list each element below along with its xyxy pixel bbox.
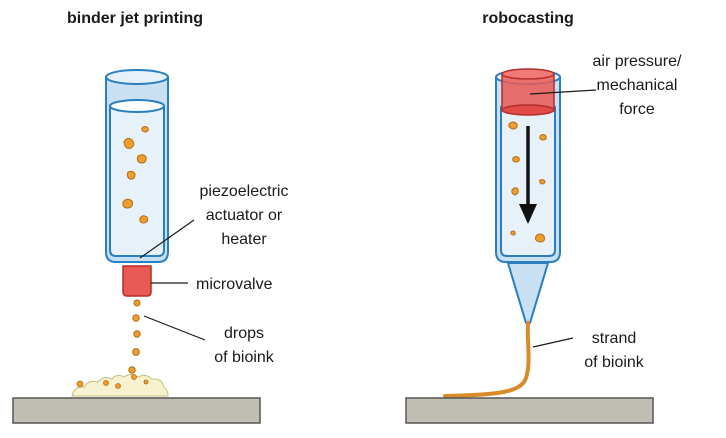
nozzle xyxy=(506,262,550,324)
binder-jet-title: binder jet printing xyxy=(67,10,203,27)
svg-text:actuator or: actuator or xyxy=(206,207,283,224)
drops-label: drops of bioink xyxy=(214,325,275,366)
bioink-particles-binder xyxy=(122,126,149,224)
substrate-right xyxy=(405,397,654,424)
svg-text:of bioink: of bioink xyxy=(584,354,645,371)
robocasting-title: robocasting xyxy=(482,10,574,27)
strand-leader xyxy=(532,337,574,348)
strand-label: strand of bioink xyxy=(584,330,645,371)
svg-text:air pressure/: air pressure/ xyxy=(593,53,682,70)
svg-text:heater: heater xyxy=(221,231,267,248)
svg-text:piezoelectric: piezoelectric xyxy=(200,183,289,200)
bioink-drops xyxy=(128,299,141,374)
plunger xyxy=(501,68,555,116)
push-arrow xyxy=(519,126,537,224)
svg-text:of bioink: of bioink xyxy=(214,349,275,366)
robocasting-panel: robocasting xyxy=(405,10,682,424)
force-leader xyxy=(529,89,597,95)
svg-text:drops: drops xyxy=(224,325,264,342)
svg-text:mechanical: mechanical xyxy=(597,77,678,94)
microvalve-label: microvalve xyxy=(196,276,273,293)
microvalve xyxy=(122,265,152,297)
bioink-particles-robocasting xyxy=(508,121,547,243)
binder-jet-cartridge xyxy=(105,69,169,263)
actuator-leader xyxy=(139,219,195,259)
svg-text:force: force xyxy=(619,101,655,118)
actuator-label: piezoelectric actuator or heater xyxy=(200,183,289,248)
svg-text:strand: strand xyxy=(592,330,636,347)
substrate-left xyxy=(12,397,261,424)
drops-leader xyxy=(143,315,206,341)
force-label: air pressure/ mechanical force xyxy=(593,53,682,118)
binder-jet-panel: binder jet printing xyxy=(12,10,289,424)
bioink-strand xyxy=(443,321,531,398)
powder-bed xyxy=(71,374,169,397)
